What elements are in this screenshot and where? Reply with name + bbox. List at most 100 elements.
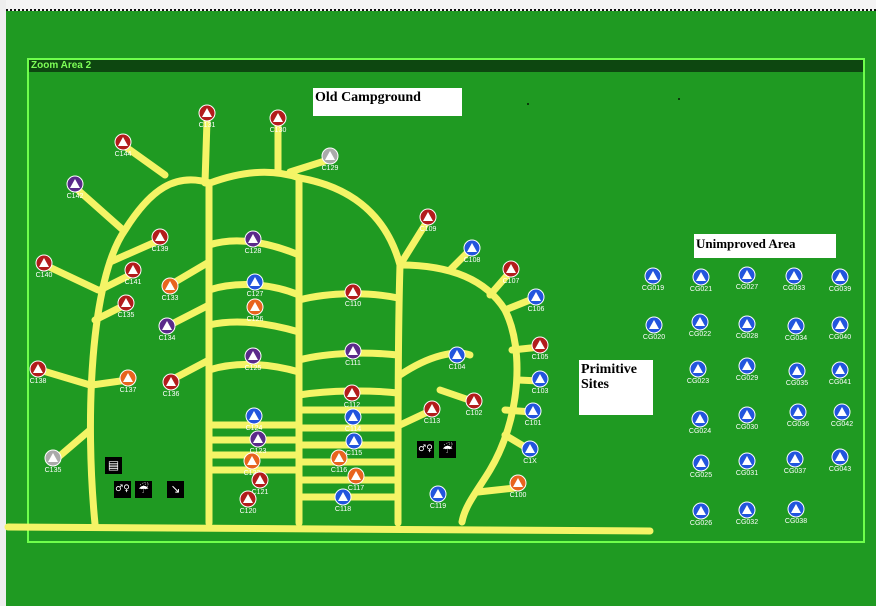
campsite-c134[interactable]: C134 <box>158 317 176 342</box>
campsite-c127[interactable]: C127 <box>246 273 264 298</box>
campsite-c135[interactable]: C135 <box>117 294 135 319</box>
campsite-cg040[interactable]: CG040 <box>829 316 851 341</box>
campsite-cg022[interactable]: CG022 <box>689 313 711 338</box>
campsite-c106[interactable]: C106 <box>527 288 545 313</box>
campsite-c111[interactable]: C111 <box>344 342 362 367</box>
campsite-cg034[interactable]: CG034 <box>785 317 807 342</box>
tent-icon <box>48 453 58 462</box>
campsite-id-label: C133 <box>162 295 179 302</box>
campsite-c108[interactable]: C108 <box>463 239 481 264</box>
campsite-c109[interactable]: C109 <box>419 208 437 233</box>
campsite-c144[interactable]: C144 <box>114 133 132 158</box>
tent-icon <box>348 412 358 421</box>
campsite-c114[interactable]: C114 <box>344 408 362 433</box>
campsite-c103[interactable]: C103 <box>531 370 549 395</box>
shower-icon[interactable]: ☔ <box>439 441 456 458</box>
campsite-cg023[interactable]: CG023 <box>687 360 709 385</box>
campsite-c105[interactable]: C105 <box>531 336 549 361</box>
campsite-cg039[interactable]: CG039 <box>829 268 851 293</box>
campsite-id-label: C111 <box>345 360 361 367</box>
campsite-c125[interactable]: C125 <box>244 347 262 372</box>
campsite-id-label: C137 <box>120 387 137 394</box>
campsite-cg033[interactable]: CG033 <box>783 267 805 292</box>
map-marker-dot <box>527 103 529 105</box>
campsite-cg024[interactable]: CG024 <box>689 410 711 435</box>
campsite-c107[interactable]: C107 <box>502 260 520 285</box>
campsite-cg028[interactable]: CG028 <box>736 315 758 340</box>
campsite-c128[interactable]: C128 <box>244 230 262 255</box>
campsite-c129[interactable]: C129 <box>321 147 339 172</box>
campsite-c136[interactable]: C136 <box>162 373 180 398</box>
campsite-c124[interactable]: C124 <box>245 407 263 432</box>
campsite-c122[interactable]: C122 <box>243 452 261 477</box>
campsite-cg043[interactable]: CG043 <box>829 448 851 473</box>
campsite-c140[interactable]: C140 <box>35 254 53 279</box>
campsite-cg032[interactable]: CG032 <box>736 501 758 526</box>
campsite-cg037[interactable]: CG037 <box>784 450 806 475</box>
campsite-c135[interactable]: C135 <box>44 449 62 474</box>
campsite-c100[interactable]: C100 <box>509 474 527 499</box>
zoom-area-header <box>29 60 863 72</box>
campsite-cg036[interactable]: CG036 <box>787 403 809 428</box>
restroom-icon[interactable]: ♂♀ <box>417 441 434 458</box>
campsite-c1x[interactable]: C1X <box>521 440 539 465</box>
campsite-cg029[interactable]: CG029 <box>736 357 758 382</box>
campsite-cg021[interactable]: CG021 <box>690 268 712 293</box>
campsite-c130[interactable]: C130 <box>269 109 287 134</box>
campsite-id-label: C112 <box>344 402 360 409</box>
campsite-c142[interactable]: C142 <box>66 175 84 200</box>
campsite-c120[interactable]: C120 <box>239 490 257 515</box>
campsite-c137[interactable]: C137 <box>119 369 137 394</box>
campsite-cg031[interactable]: CG031 <box>736 452 758 477</box>
tent-icon <box>742 456 752 465</box>
tent-icon <box>742 361 752 370</box>
campsite-c101[interactable]: C101 <box>524 402 542 427</box>
campsite-id-label: C138 <box>30 378 47 385</box>
campsite-c121[interactable]: C121 <box>251 471 269 496</box>
tent-icon <box>742 505 752 514</box>
campsite-cg026[interactable]: CG026 <box>690 502 712 527</box>
tent-icon <box>835 365 845 374</box>
campsite-cg025[interactable]: CG025 <box>690 454 712 479</box>
campsite-cg038[interactable]: CG038 <box>785 500 807 525</box>
campsite-id-label: CG021 <box>690 286 712 293</box>
campsite-cg042[interactable]: CG042 <box>831 403 853 428</box>
tent-icon <box>467 243 477 252</box>
campsite-cg030[interactable]: CG030 <box>736 406 758 431</box>
campsite-cg020[interactable]: CG020 <box>643 316 665 341</box>
campsite-id-label: CG033 <box>783 285 805 292</box>
campsite-c117[interactable]: C117 <box>347 467 365 492</box>
campsite-cg027[interactable]: CG027 <box>736 266 758 291</box>
campsite-c118[interactable]: C118 <box>334 488 352 513</box>
campsite-c119[interactable]: C119 <box>429 485 447 510</box>
campsite-c133[interactable]: C133 <box>161 277 179 302</box>
tent-icon <box>325 151 335 160</box>
campsite-c123[interactable]: C123 <box>249 430 267 455</box>
campsite-c138[interactable]: C138 <box>29 360 47 385</box>
camp-store-icon[interactable]: ▤ <box>105 457 122 474</box>
campsite-id-label: CG026 <box>690 520 712 527</box>
campsite-c102[interactable]: C102 <box>465 392 483 417</box>
campsite-cg041[interactable]: CG041 <box>829 361 851 386</box>
campsite-c104[interactable]: C104 <box>448 346 466 371</box>
tent-icon <box>247 456 257 465</box>
campsite-id-label: C119 <box>430 503 446 510</box>
campsite-c131[interactable]: C131 <box>198 104 216 129</box>
tent-icon <box>118 137 128 146</box>
campsite-c112[interactable]: C112 <box>343 384 361 409</box>
dump-station-icon[interactable]: ↘ <box>167 481 184 498</box>
shower-icon[interactable]: ☔ <box>135 481 152 498</box>
campsite-c115[interactable]: C115 <box>345 432 363 457</box>
campsite-c113[interactable]: C113 <box>423 400 441 425</box>
restroom-icon[interactable]: ♂♀ <box>114 481 131 498</box>
campsite-c126[interactable]: C126 <box>246 298 264 323</box>
tent-icon <box>33 364 43 373</box>
campsite-cg035[interactable]: CG035 <box>786 362 808 387</box>
campsite-id-label: CG019 <box>642 285 664 292</box>
campsite-c139[interactable]: C139 <box>151 228 169 253</box>
campsite-c141[interactable]: C141 <box>124 261 142 286</box>
campsite-c116[interactable]: C116 <box>330 449 348 474</box>
campsite-c110[interactable]: C110 <box>344 283 362 308</box>
campsite-id-label: C100 <box>510 492 527 499</box>
campsite-cg019[interactable]: CG019 <box>642 267 664 292</box>
